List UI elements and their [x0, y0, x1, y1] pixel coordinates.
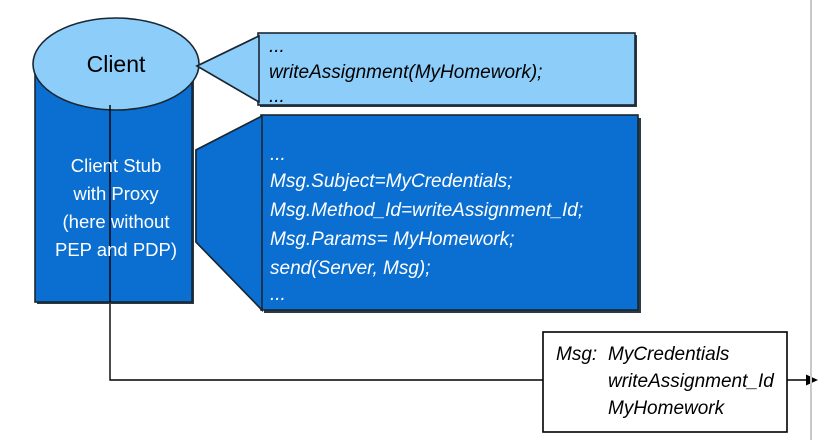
- callout-stub-line-2: Msg.Subject=MyCredentials;: [270, 171, 512, 192]
- message-box-label: Msg:: [556, 344, 597, 365]
- callout-application-code[interactable]: ... writeAssignment(MyHomework); ...: [195, 32, 637, 107]
- callout-application-box: [257, 32, 636, 106]
- cylinder-label-line-4: PEP and PDP): [55, 239, 177, 260]
- message-box-field-3: MyHomework: [608, 398, 726, 419]
- message-box-field-1: MyCredentials: [608, 344, 730, 365]
- cylinder-label-line-3: (here without: [63, 211, 170, 232]
- cylinder-label-line-1: Client Stub: [71, 155, 162, 176]
- message-box-field-2: writeAssignment_Id: [608, 371, 775, 392]
- callout-stub-line-6: ...: [270, 284, 286, 305]
- cylinder-label-line-2: with Proxy: [72, 183, 159, 204]
- callout-stub-line-3: Msg.Method_Id=writeAssignment_Id;: [270, 200, 583, 221]
- callout-stub-line-4: Msg.Params= MyHomework;: [270, 229, 514, 250]
- callout-stub-code[interactable]: ... Msg.Subject=MyCredentials; Msg.Metho…: [195, 114, 641, 313]
- callout-application-line-2: writeAssignment(MyHomework);: [269, 62, 542, 83]
- message-box-frame: [542, 331, 788, 433]
- callout-application-line-3: ...: [269, 86, 285, 107]
- callout-stub-tail-overlay: [195, 114, 263, 312]
- callout-application-tail-overlay: [195, 34, 260, 104]
- callout-application-line-1: ...: [269, 36, 285, 57]
- client-stub-cylinder[interactable]: Client Client Stub with Proxy (here with…: [32, 17, 200, 304]
- callout-stub-line-5: send(Server, Msg);: [270, 258, 431, 279]
- callout-stub-box: [260, 114, 639, 311]
- callout-stub-line-1: ...: [270, 144, 286, 165]
- client-ellipse[interactable]: [32, 17, 200, 111]
- client-ellipse-label: Client: [87, 51, 146, 77]
- message-box[interactable]: Msg: MyCredentials writeAssignment_Id My…: [542, 331, 788, 433]
